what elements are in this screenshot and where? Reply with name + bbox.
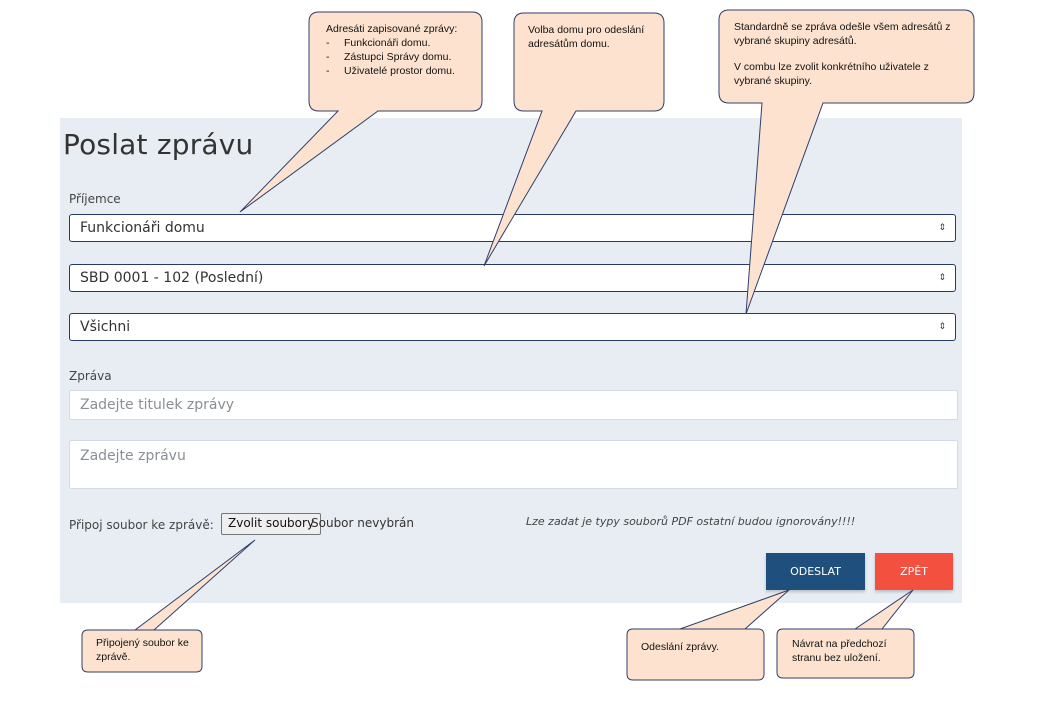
subject-input[interactable]: Zadejte titulek zprávy [69, 390, 958, 420]
send-button[interactable]: ODESLAT [766, 553, 865, 590]
callout-back-text: Návrat na předchozí stranu bez uložení. [792, 638, 887, 664]
subject-placeholder: Zadejte titulek zprávy [80, 397, 235, 413]
select-arrows-icon: ⇕ [938, 322, 946, 332]
callout-recipients-text: Adresáti zapisované zprávy: -Funkcionáři… [326, 22, 482, 78]
callout-house [483, 12, 665, 267]
list-item: -Funkcionáři domu. [326, 37, 431, 49]
user-select[interactable]: Všichni ⇕ [69, 313, 956, 341]
attach-label: Připoj soubor ke zprávě: [69, 518, 214, 532]
select-arrows-icon: ⇕ [938, 223, 946, 233]
house-select[interactable]: SBD 0001 - 102 (Poslední) ⇕ [69, 264, 956, 292]
user-select-value: Všichni [80, 319, 131, 335]
recipient-select-value: Funkcionáři domu [80, 220, 205, 236]
callout-default-text: Standardně se zpráva odešle všem adresát… [734, 20, 966, 88]
select-arrows-icon: ⇕ [938, 273, 946, 283]
file-status: Soubor nevybrán [311, 516, 414, 530]
callout-default [718, 9, 975, 315]
callout-attachment [81, 539, 256, 673]
list-item: -Zástupci Správy domu. [326, 51, 452, 63]
callout-back [776, 589, 915, 679]
callout-default-line2: V combu lze zvolit konkrétního uživatele… [734, 61, 929, 87]
page-title: Poslat zprávu [63, 128, 254, 161]
back-button[interactable]: ZPĚT [875, 553, 953, 590]
callout-default-line1: Standardně se zpráva odešle všem adresát… [734, 21, 951, 47]
message-placeholder: Zadejte zprávu [80, 448, 186, 464]
callout-recipients [239, 11, 483, 213]
callout-house-text: Volba domu pro odeslání adresátům domu. [528, 24, 645, 50]
choose-files-button[interactable]: Zvolit soubory [221, 513, 322, 535]
house-select-value: SBD 0001 - 102 (Poslední) [80, 270, 264, 286]
list-item: -Uživatelé prostor domu. [326, 65, 455, 77]
file-type-note: Lze zadat je typy souborů PDF ostatní bu… [526, 515, 856, 528]
callout-send-text: Odeslání zprávy. [641, 641, 720, 653]
message-label: Zpráva [69, 369, 112, 383]
recipient-label: Příjemce [69, 192, 121, 206]
callout-recipients-title: Adresáti zapisované zprávy: [326, 23, 458, 35]
callout-send [626, 589, 790, 681]
callout-attachment-text: Připojený soubor ke zprávě. [96, 637, 189, 663]
message-textarea[interactable]: Zadejte zprávu [69, 440, 958, 489]
callout-recipients-list: -Funkcionáři domu. -Zástupci Správy domu… [326, 36, 482, 78]
